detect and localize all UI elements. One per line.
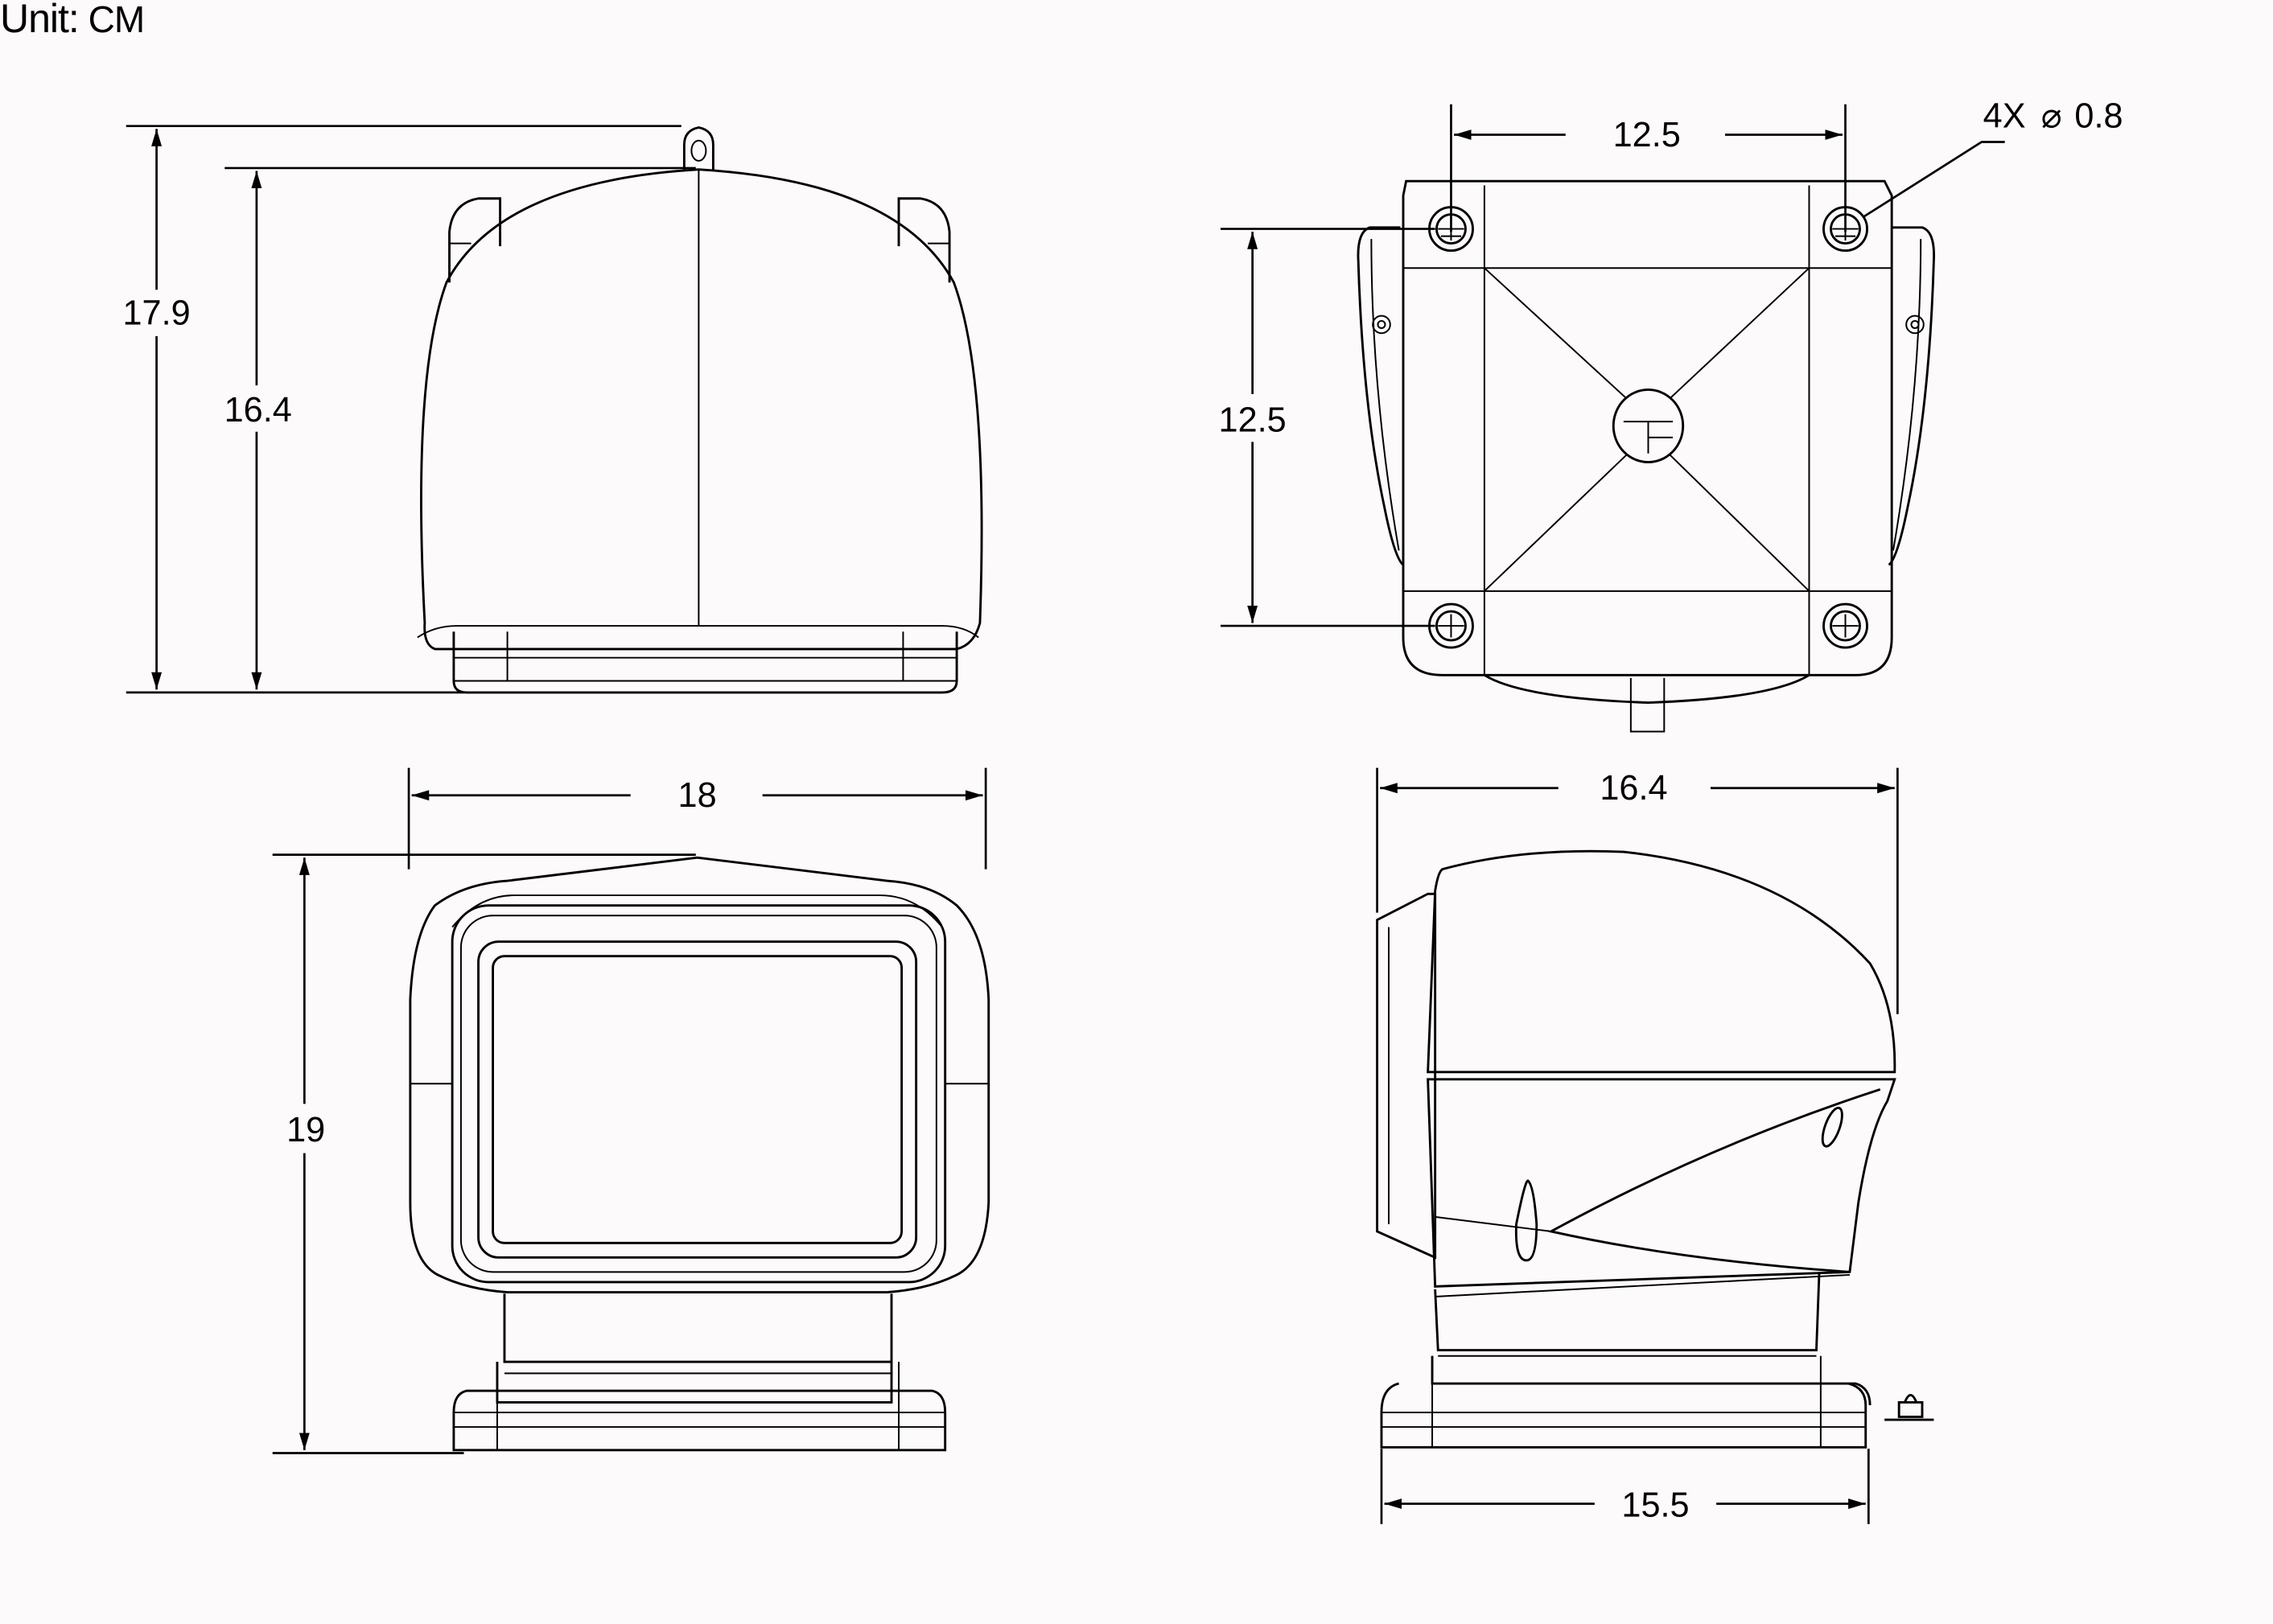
dim-label-hole-spacing-v: 12.5 — [1219, 401, 1287, 440]
dimension-18: 18 — [411, 776, 983, 815]
bottom-left-view: 18 19 — [272, 767, 990, 1454]
screw-hole-icon — [1822, 602, 1868, 649]
dim-label-front-height: 19 — [286, 1111, 325, 1149]
dimension-19: 19 — [286, 857, 325, 1450]
hole-callout: 4X ⌀ 0.8 — [1862, 97, 2123, 219]
dim-label-front-width: 18 — [678, 776, 717, 815]
svg-text:4X ⌀ 0.8: 4X ⌀ 0.8 — [1983, 97, 2123, 136]
hole-diameter: 0.8 — [2074, 97, 2123, 136]
dim-label-body-height: 16.4 — [224, 391, 292, 430]
unit-prefix: Unit: — [0, 0, 80, 41]
dim-label-overall-height: 17.9 — [123, 294, 191, 332]
top-left-view: 17.9 16.4 — [123, 125, 983, 694]
unit-label: Unit: CM — [0, 0, 146, 42]
dim-label-side-depth: 16.4 — [1600, 769, 1667, 808]
dimension-hole-spacing-horizontal: 12.5 — [1454, 116, 1843, 154]
hole-count: 4X — [1983, 97, 2026, 136]
lamp-dome-outline — [417, 126, 983, 694]
dimension-hole-spacing-vertical: 12.5 — [1219, 232, 1287, 623]
top-right-view: 12.5 12.5 4X ⌀ 0.8 — [1219, 97, 2123, 733]
dimension-side-depth: 16.4 — [1380, 769, 1895, 808]
screw-hole-icon — [1427, 602, 1474, 649]
dimension-base-depth: 15.5 — [1384, 1486, 1866, 1525]
screw-hole-icon — [1427, 206, 1474, 253]
dim-label-hole-spacing-h: 12.5 — [1613, 116, 1681, 154]
diameter-symbol-icon: ⌀ — [2041, 97, 2062, 136]
terminal-screw-icon — [1884, 1394, 1934, 1421]
bottom-right-view: 16.4 15.5 — [1376, 767, 1934, 1525]
dimension-16-4: 16.4 — [224, 171, 292, 690]
screw-hole-icon — [1822, 206, 1868, 253]
unit-value: CM — [88, 0, 146, 40]
dimension-17-9: 17.9 — [123, 129, 191, 690]
dim-label-base-depth: 15.5 — [1621, 1486, 1689, 1525]
